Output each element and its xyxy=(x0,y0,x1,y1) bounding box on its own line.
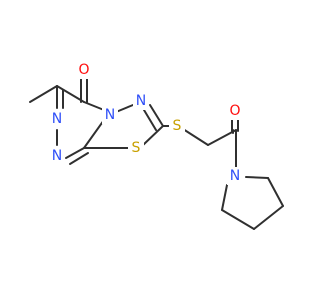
bond-n-c2 xyxy=(149,104,164,127)
svg-text:N: N xyxy=(105,107,115,123)
bond-n4-n xyxy=(115,104,134,113)
svg-text:S: S xyxy=(173,118,182,134)
svg-text:O: O xyxy=(78,62,89,78)
bond-c2-s xyxy=(141,125,164,147)
sulfur-atom-thioether: S xyxy=(169,117,185,135)
svg-text:N: N xyxy=(52,148,62,164)
svg-text:N: N xyxy=(230,168,240,184)
bond-c2-c3 xyxy=(253,205,284,230)
svg-text:O: O xyxy=(229,103,240,119)
nitrogen-atom-thiadiazole: N xyxy=(133,92,149,110)
bond-c4-n4 xyxy=(83,101,105,111)
sulfur-atom-ring: S xyxy=(128,139,144,157)
bond-n-c2-double xyxy=(143,109,157,131)
bond-n1-c8a-double xyxy=(69,152,89,165)
nitrogen-atom-n1: N xyxy=(49,147,65,165)
oxygen-atom-carbonyl-ring: O xyxy=(76,61,92,79)
bond-c3-c4 xyxy=(267,177,284,207)
bond-ch2-co xyxy=(207,129,237,146)
svg-text:S: S xyxy=(132,140,141,156)
bond-slink-ch2 xyxy=(182,128,209,146)
bond-layer xyxy=(29,78,284,230)
svg-text:N: N xyxy=(136,93,146,109)
bond-c4-npyr xyxy=(245,176,269,179)
nitrogen-atom-n2: N xyxy=(49,110,65,128)
nitrogen-atom-n4: N xyxy=(102,106,118,124)
svg-text:N: N xyxy=(52,111,62,127)
atom-layer: O N N N N S S O xyxy=(49,61,243,185)
bond-c3-c4 xyxy=(56,85,85,103)
bond-npyr-c1 xyxy=(221,184,228,211)
molecule-structure: O N N N N S S O xyxy=(29,61,284,230)
nitrogen-atom-pyrrolidine: N xyxy=(227,167,243,185)
bond-c1-c2 xyxy=(221,209,255,230)
bond-methyl xyxy=(29,85,58,103)
bond-c8a-n4 xyxy=(83,119,105,149)
oxygen-atom-amide: O xyxy=(227,102,243,120)
bond-n1-c8a xyxy=(65,147,85,159)
